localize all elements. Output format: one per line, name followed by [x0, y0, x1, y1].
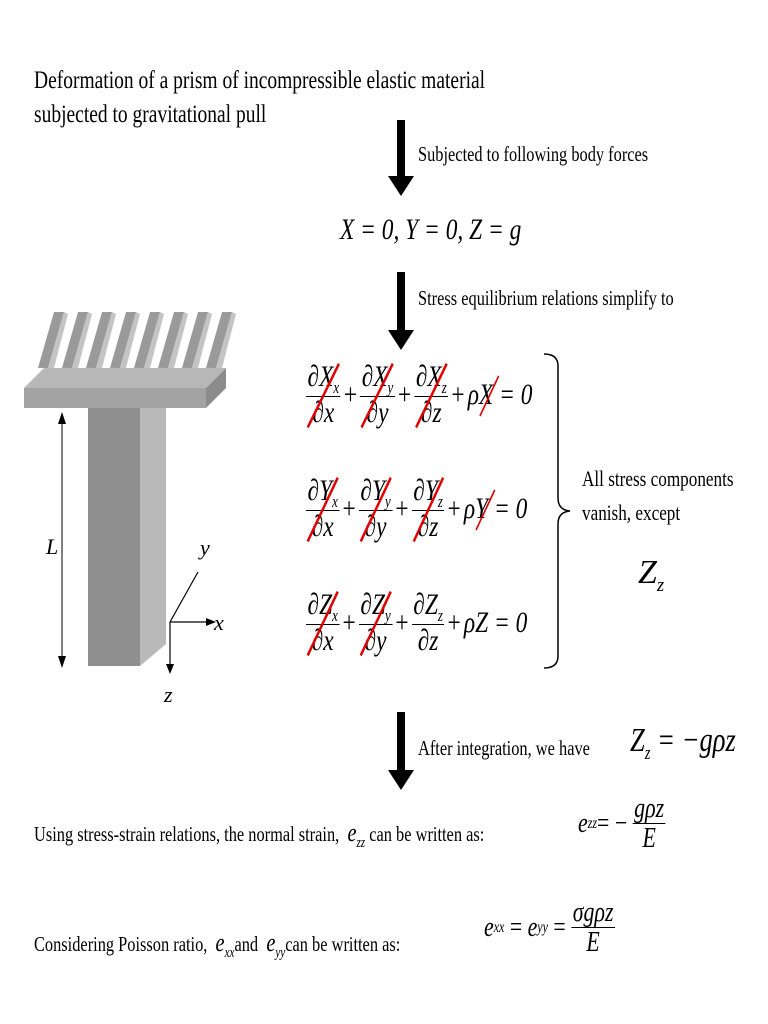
title-line-1: Deformation of a prism of incompressible…: [34, 67, 486, 94]
partial-derivative-term: ∂Xz∂z: [414, 360, 449, 430]
note-symbol-sub: z: [656, 574, 665, 596]
integration-result: Zz = −gρz: [630, 722, 736, 764]
body-force-equation: X = 0, Y = 0, Z = g: [340, 213, 522, 246]
axis-x-label: x: [214, 610, 224, 635]
equilibrium-equation-1: ∂Xx∂x + ∂Xy∂y + ∂Xz∂z + ρX = 0: [306, 360, 533, 430]
strike-line: [359, 475, 392, 543]
note-symbol: Z: [638, 554, 657, 591]
partial-derivative-term: ∂Xx∂x: [306, 360, 341, 430]
axis-y-label: y: [200, 535, 210, 560]
step-equilibrium: Stress equilibrium relations simplify to: [418, 286, 674, 310]
strike-line: [412, 475, 445, 543]
partial-derivative-term: ∂Zx∂x: [306, 588, 340, 658]
step-body-forces: Subjected to following body forces: [418, 142, 649, 166]
strain-line: Using stress-strain relations, the norma…: [34, 818, 485, 852]
equilibrium-equation-2: ∂Yx∂x + ∂Yy∂y + ∂Yz∂z + ρY = 0: [306, 474, 528, 544]
down-arrow-2: [388, 272, 414, 350]
note-line-1: All stress components: [582, 466, 734, 491]
body-force-term: ρY = 0: [464, 489, 527, 531]
partial-derivative-term: ∂Yy∂y: [358, 474, 393, 544]
strike-line: [359, 589, 392, 657]
down-arrow-1: [388, 120, 414, 196]
partial-derivative-term: ∂Yx∂x: [306, 474, 340, 544]
axis-z-label: z: [164, 682, 173, 707]
strike-line: [306, 475, 339, 543]
strike-line: [414, 361, 448, 429]
partial-derivative-term: ∂Xy∂y: [360, 360, 395, 430]
strike-line: [306, 589, 339, 657]
body-force-term: ρX = 0: [468, 375, 532, 417]
strike-line: [306, 361, 341, 429]
right-brace: [543, 353, 571, 669]
partial-derivative-term: ∂Yz∂z: [411, 474, 445, 544]
body-force-term: ρZ = 0: [463, 605, 528, 639]
strike-line: [475, 489, 496, 531]
note-line-2: vanish, except: [582, 500, 681, 525]
length-label: L: [46, 534, 59, 559]
strike-line: [360, 361, 395, 429]
prism-figure: [24, 312, 236, 674]
title-line-2: subjected to gravitational pull: [34, 100, 267, 128]
partial-derivative-term: ∂Zy∂y: [358, 588, 393, 658]
equilibrium-equation-3: ∂Zx∂x + ∂Zy∂y + ∂Zz∂z + ρZ = 0: [306, 588, 528, 658]
down-arrow-3: [388, 712, 414, 790]
poisson-line: Considering Poisson ratio, exxand eyycan…: [34, 928, 401, 962]
slide-title: Deformation of a prism of incompressible…: [34, 64, 612, 132]
partial-derivative-term: ∂Zz∂z: [411, 588, 445, 658]
step-integration: After integration, we have: [418, 736, 590, 760]
strike-line: [479, 375, 500, 417]
